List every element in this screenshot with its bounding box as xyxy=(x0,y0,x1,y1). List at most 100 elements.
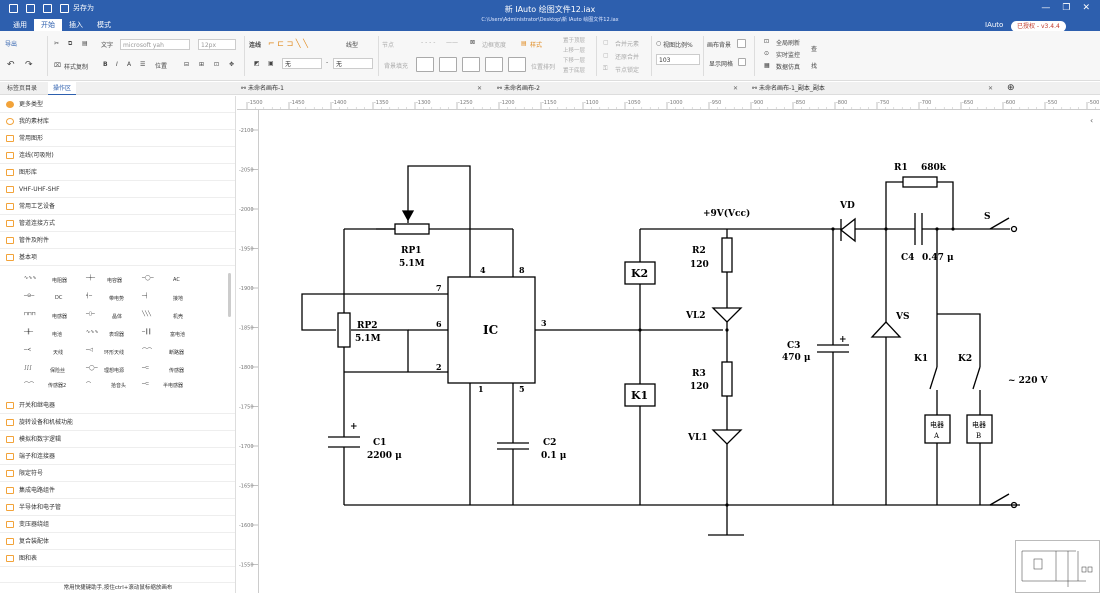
sidebar-item-assemblies[interactable]: 复合装配体 xyxy=(0,533,235,550)
sidebar-item-more-types[interactable]: 更多类型 xyxy=(0,96,235,113)
restore-merge-button[interactable]: 还原合并 xyxy=(615,54,640,61)
license-badge[interactable]: 已授权 - v3.4.4 xyxy=(1011,21,1066,32)
component-scrollbar[interactable] xyxy=(228,273,231,317)
group-icon[interactable]: ▢ xyxy=(603,39,609,46)
dashed-line-icon[interactable]: - - - - xyxy=(421,39,436,46)
show-grid-checkbox[interactable] xyxy=(738,58,746,66)
minimap[interactable] xyxy=(1015,540,1100,593)
theme-swatch-5[interactable] xyxy=(508,57,526,72)
sidebar-item-pipe-fittings[interactable]: 管件及附件 xyxy=(0,232,235,249)
sidebar-item-switches-relays[interactable]: 开关和继电器 xyxy=(0,397,235,414)
half-inductor-icon[interactable]: ─⊂ xyxy=(142,381,150,387)
position-button[interactable]: 位置 xyxy=(155,63,168,70)
bg-fill-button[interactable]: 背景填充 xyxy=(384,63,409,70)
sidebar-item-qualifier-symbols[interactable]: 限定符号 xyxy=(0,465,235,482)
ac-icon[interactable]: ─◯─ xyxy=(142,275,154,281)
sidebar-item-terminals-connectors[interactable]: 端子和连接器 xyxy=(0,448,235,465)
solid-line-icon[interactable]: —— xyxy=(446,39,458,46)
doc-tab-2[interactable]: ⚯ 未命名画布-2✕ xyxy=(497,82,742,95)
loop-antenna-icon[interactable]: ─◁ xyxy=(86,347,93,353)
font-family-select[interactable]: microsoft yah xyxy=(120,39,190,50)
canvas-bg-icon[interactable] xyxy=(737,39,746,48)
font-color-icon[interactable]: A xyxy=(127,61,132,68)
meter-icon[interactable]: ∿∿∿ xyxy=(86,329,99,335)
style-icon[interactable]: ▤ xyxy=(521,40,527,47)
border-width-icon[interactable]: ⊠ xyxy=(470,39,476,46)
line-style-button[interactable]: 线型 xyxy=(346,42,359,49)
sidebar-item-process-equipment[interactable]: 常用工艺设备 xyxy=(0,198,235,215)
resistor-icon[interactable]: ∿∿∿ xyxy=(24,275,37,281)
align-center-icon[interactable]: ⊞ xyxy=(199,61,205,68)
minimize-icon[interactable]: — xyxy=(1041,3,1051,13)
search-button[interactable]: 查找 xyxy=(811,46,818,70)
move-icon[interactable]: ✥ xyxy=(229,61,235,68)
canvas-bg-button[interactable]: 画布背景 xyxy=(707,42,732,49)
new-file-icon[interactable] xyxy=(9,3,18,13)
crystal-icon[interactable]: ─▯─ xyxy=(86,311,95,317)
connection-button[interactable]: 连线 xyxy=(249,42,262,49)
sidebar-item-ic-components[interactable]: 集成电路组件 xyxy=(0,482,235,499)
position-arrange-button[interactable]: 位置排列 xyxy=(531,64,556,71)
data-simulation-button[interactable]: 数据仿真 xyxy=(776,64,801,71)
battery-icon[interactable]: ─╫─ xyxy=(24,329,34,335)
view-scale-radio[interactable]: ○ xyxy=(656,40,662,47)
tab-start[interactable]: 开始 xyxy=(34,19,62,31)
tab-general[interactable]: 通用 xyxy=(13,21,27,29)
sidebar-item-connectors[interactable]: 连线(可吸附) xyxy=(0,147,235,164)
potential-icon[interactable]: ╡─ xyxy=(86,293,93,299)
order-down[interactable]: 下移一层 xyxy=(563,58,586,64)
chassis-icon[interactable]: ╲╲╲ xyxy=(142,311,152,317)
sidebar-item-shape-library[interactable]: 图形库 xyxy=(0,164,235,181)
sidebar-item-pipe-connections[interactable]: 管道连接方式 xyxy=(0,215,235,232)
order-up[interactable]: 上移一层 xyxy=(563,48,586,54)
theme-swatch-4[interactable] xyxy=(485,57,503,72)
theme-swatch-1[interactable] xyxy=(416,57,434,72)
inductor-icon[interactable]: ⊓⊓⊓ xyxy=(24,311,36,317)
line-end-select[interactable]: 无 xyxy=(333,58,373,69)
sidebar-item-charts-tables[interactable]: 图和表 xyxy=(0,550,235,567)
theme-swatch-3[interactable] xyxy=(462,57,480,72)
close-tab-icon[interactable]: ✕ xyxy=(987,85,993,92)
tab-insert[interactable]: 插入 xyxy=(69,21,83,29)
maximize-icon[interactable]: ❐ xyxy=(1062,3,1071,13)
tab-page-directory[interactable]: 标签页目录 xyxy=(7,85,38,92)
sidebar-item-analog-digital-logic[interactable]: 模拟和数字逻辑 xyxy=(0,431,235,448)
redo-icon[interactable]: ↷ xyxy=(25,60,33,70)
bold-icon[interactable]: B xyxy=(103,61,108,68)
close-icon[interactable]: ✕ xyxy=(1082,3,1090,13)
export-button[interactable]: 导出 xyxy=(5,41,18,48)
align-left-icon[interactable]: ⊟ xyxy=(184,61,190,68)
order-bottom[interactable]: 置于底层 xyxy=(563,68,586,74)
pickup-icon[interactable]: ⌒ xyxy=(86,382,92,388)
tab-mode[interactable]: 模式 xyxy=(97,21,111,29)
border-width-button[interactable]: 边框宽度 xyxy=(482,42,507,49)
format-copy-icon[interactable]: ⌧ xyxy=(54,62,61,69)
antenna-icon[interactable]: ─≺ xyxy=(24,347,32,353)
add-tab-icon[interactable]: ⊕ xyxy=(1007,83,1015,93)
ungroup-icon[interactable]: ▢ xyxy=(603,52,609,59)
doc-tab-3[interactable]: ⚯ 未命名画布-1_副本_副本✕ xyxy=(752,82,997,95)
doc-tab-1[interactable]: ⚯ 未命名画布-1✕ xyxy=(241,82,486,95)
sidebar-item-basic[interactable]: 基本项 xyxy=(0,249,235,266)
save-icon[interactable] xyxy=(43,3,52,13)
distribute-icon[interactable]: ⊡ xyxy=(214,61,220,68)
style-button[interactable]: 样式 xyxy=(530,42,543,49)
sidebar-item-vhf[interactable]: VHF-UHF-SHF xyxy=(0,181,235,198)
view-scale-select[interactable]: 103 xyxy=(656,54,700,65)
undo-icon[interactable]: ↶ xyxy=(7,60,15,70)
dc-icon[interactable]: ─⊖─ xyxy=(24,293,35,299)
text-button[interactable]: 文字 xyxy=(101,42,114,49)
sensor2-icon[interactable]: ⌒⌒ xyxy=(24,382,35,388)
save-as-icon[interactable] xyxy=(60,3,69,13)
open-file-icon[interactable] xyxy=(26,3,35,13)
realtime-monitor-button[interactable]: 实时监控 xyxy=(776,52,801,59)
line-start-select[interactable]: 无 xyxy=(282,58,322,69)
sidebar-item-my-library[interactable]: 我的素材库 xyxy=(0,113,235,130)
close-tab-icon[interactable]: ✕ xyxy=(476,85,482,92)
close-tab-icon[interactable]: ✕ xyxy=(732,85,738,92)
format-copy-button[interactable]: 样式复制 xyxy=(64,64,89,71)
full-refresh-button[interactable]: 全局刷新 xyxy=(776,40,801,47)
sidebar-item-transformer-windings[interactable]: 变压器绕组 xyxy=(0,516,235,533)
refresh-icon[interactable]: ⊡ xyxy=(764,38,770,45)
save-as-label[interactable]: 另存为 xyxy=(73,4,94,12)
